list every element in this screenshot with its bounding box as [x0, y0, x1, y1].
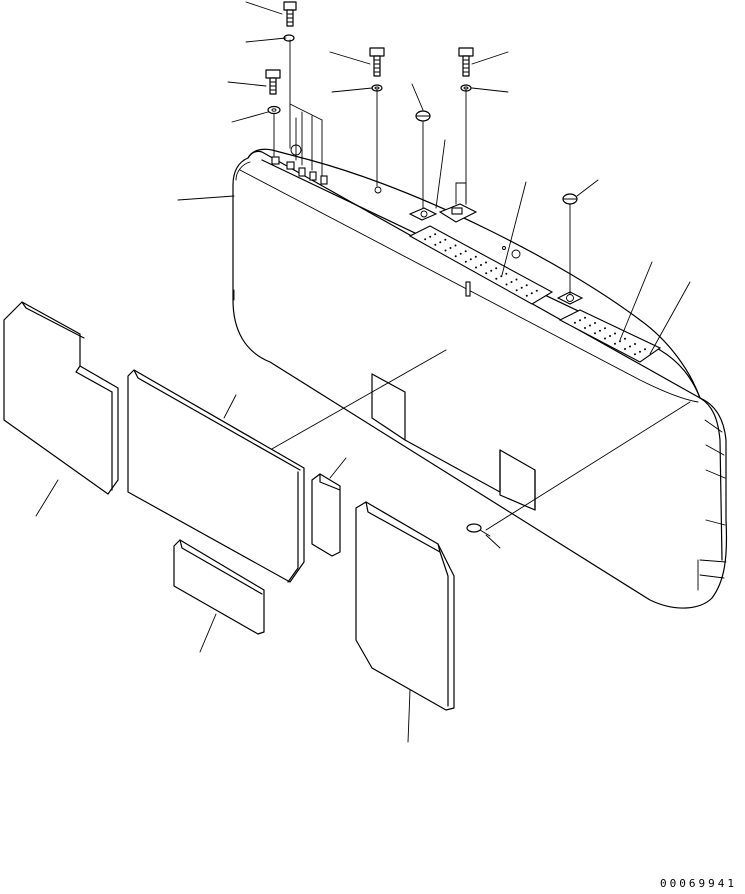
perforation-dot — [454, 255, 457, 258]
perforation-dot — [614, 332, 616, 335]
perforation-dot — [619, 340, 621, 343]
panel-small-block — [311, 473, 341, 557]
perforation-dot — [505, 272, 508, 275]
perforation-dot — [505, 283, 508, 286]
perforation-dot — [444, 249, 447, 252]
perforation-dot — [485, 261, 487, 264]
washers — [267, 34, 472, 115]
panel-right — [355, 501, 455, 711]
assembly-lines — [273, 39, 571, 295]
perforation-dot — [579, 319, 581, 322]
hex-bolt-left — [265, 69, 281, 95]
perforation-dot — [594, 332, 596, 335]
perforation-dot — [535, 289, 538, 292]
perforation-dot — [444, 238, 447, 241]
perforation-dot — [634, 353, 636, 356]
perforation-dot — [584, 327, 586, 329]
top-perforated-plate-left — [408, 225, 554, 305]
perforation-dot — [589, 324, 591, 327]
perforation-dot — [614, 342, 616, 345]
perforation-dot — [574, 321, 576, 324]
perforation-dot — [495, 277, 498, 280]
screw — [466, 523, 491, 537]
panel-left — [3, 301, 119, 495]
perforation-dot — [604, 337, 606, 340]
top-hole-pads — [374, 186, 584, 305]
perforation-dot — [624, 348, 626, 350]
hex-bolt-right — [458, 47, 474, 77]
perforation-dot — [594, 322, 596, 324]
perforation-dot — [604, 327, 606, 330]
perforation-dot — [429, 235, 432, 238]
perforation-dot — [495, 267, 498, 270]
perforation-dot — [424, 238, 427, 241]
perforation-dot — [434, 233, 437, 236]
perforation-dot — [599, 329, 601, 332]
perforation-dot — [639, 350, 641, 353]
perforation-dot — [584, 316, 586, 319]
perforation-dot — [510, 281, 513, 283]
counterweight-body — [232, 148, 728, 609]
perforation-dot — [464, 250, 467, 253]
perforation-dot — [500, 275, 503, 278]
caps — [415, 110, 578, 205]
perforation-dot — [485, 272, 488, 275]
perforation-dot — [530, 292, 533, 295]
perforation-dot — [609, 335, 611, 337]
perforation-dot — [464, 260, 467, 263]
perforation-dot — [439, 241, 442, 244]
perforation-dot — [525, 284, 528, 287]
perforation-dot — [490, 269, 493, 272]
body-notch-bracket — [371, 373, 536, 511]
perforation-dot — [449, 247, 452, 249]
panel-center-large — [127, 369, 305, 583]
top-left-bolt-cluster — [271, 144, 328, 185]
perforation-dot — [515, 289, 518, 292]
perforation-dot — [634, 343, 636, 345]
top-perforated-plate-right — [558, 309, 662, 363]
perforation-dot — [515, 278, 518, 281]
perforation-dot — [525, 294, 528, 297]
perforation-dot — [480, 264, 482, 266]
perforation-dot — [624, 337, 626, 340]
hex-bolt-top-left — [283, 1, 297, 27]
perforation-dot — [520, 286, 523, 289]
perforation-dot — [629, 345, 631, 348]
panel-bottom-block — [173, 539, 265, 635]
perforation-dot — [644, 348, 646, 351]
perforation-dot — [475, 266, 477, 269]
drawing-number: 00069941 — [660, 877, 737, 890]
perforation-dot — [469, 258, 472, 261]
perforation-dot — [459, 252, 462, 255]
hex-bolt-center — [369, 47, 385, 77]
perforation-dot — [434, 243, 437, 246]
perforation-dot — [454, 244, 457, 247]
perforation-dot — [474, 255, 477, 258]
leader-lines — [35, 1, 691, 743]
